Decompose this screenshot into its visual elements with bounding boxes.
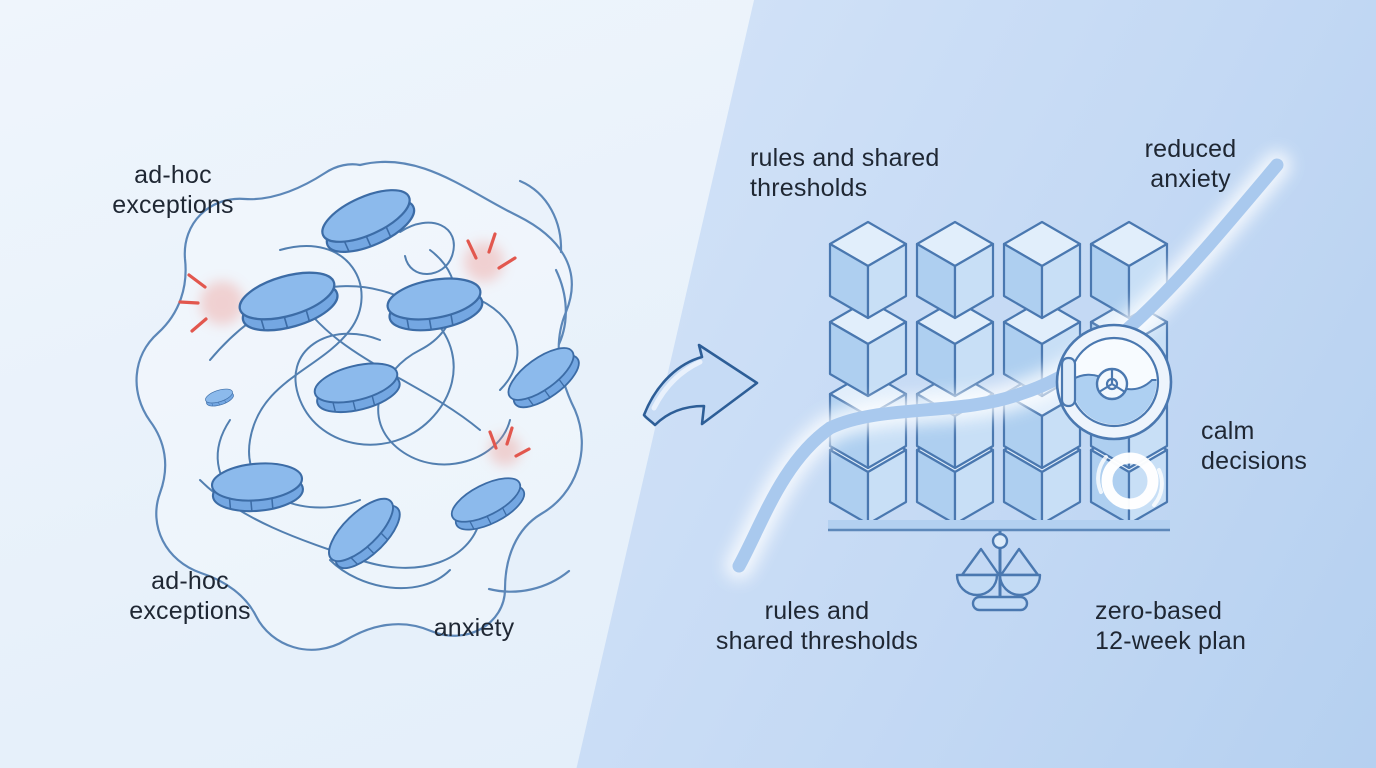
label-calm-decisions: calm decisions xyxy=(1201,417,1308,475)
alert-sparks xyxy=(178,232,531,466)
label-adhoc-exceptions-top: ad-hoc exceptions xyxy=(112,161,234,219)
shelf-bar xyxy=(828,520,1170,532)
label-rules-thresholds-top: rules and shared thresholds xyxy=(750,144,940,202)
label-rules-thresholds-bottom: rules and shared thresholds xyxy=(715,597,919,655)
label-reduced-anxiety: reduced anxiety xyxy=(1144,135,1237,193)
alert-spark-icon xyxy=(187,273,207,289)
swirl-logo-icon xyxy=(1096,452,1164,510)
label-anxiety: anxiety xyxy=(433,614,515,642)
spark-glow xyxy=(489,434,521,466)
accent-strokes xyxy=(487,179,571,593)
gauge-dial-icon xyxy=(1055,323,1173,441)
transform-arrow-icon xyxy=(642,343,759,427)
spark-glow xyxy=(200,281,244,325)
growth-curve xyxy=(725,151,1291,580)
label-adhoc-exceptions-bottom: ad-hoc exceptions xyxy=(129,567,251,625)
label-zero-based-plan: zero-based 12-week plan xyxy=(1095,597,1247,655)
balance-scale-icon xyxy=(955,531,1042,612)
